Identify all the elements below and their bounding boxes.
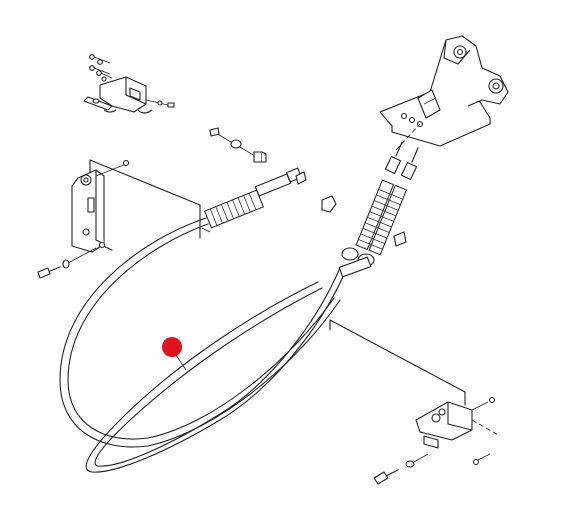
lower-right-bracket — [373, 396, 501, 485]
callout-marker[interactable] — [162, 337, 187, 371]
shift-cable-outer-loop — [59, 217, 341, 448]
reference-plane-right — [329, 319, 466, 406]
select-cable-inner-loop — [85, 267, 347, 473]
left-mounting-bracket — [37, 159, 130, 279]
red-marker-dot[interactable] — [162, 337, 182, 357]
top-left-bracket-assembly — [83, 54, 175, 114]
reference-plane-left — [89, 159, 201, 251]
shifter-mount-bracket — [379, 35, 509, 151]
twin-cable-boots — [321, 141, 419, 278]
cable-end-fitting — [201, 127, 307, 233]
